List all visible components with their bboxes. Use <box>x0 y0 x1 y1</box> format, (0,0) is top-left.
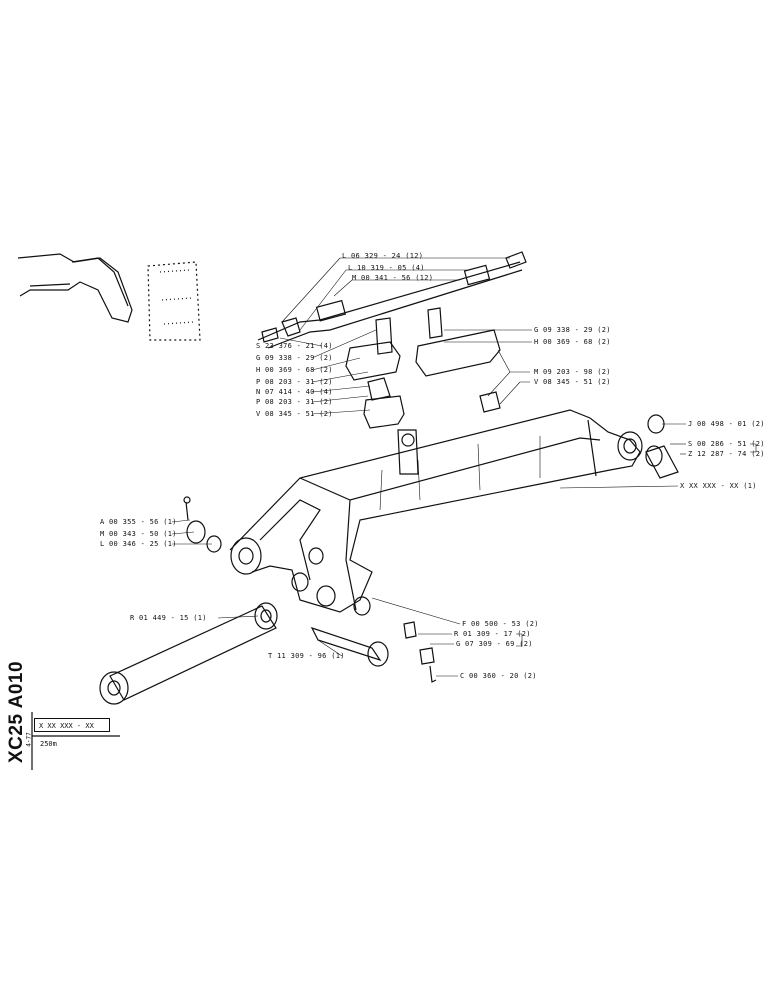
label-r7: Z 12 287 - 74 (2) <box>688 450 765 458</box>
label-r8: X XX XXX - XX (1) <box>680 482 757 490</box>
label-t1: T 11 309 - 96 (1) <box>268 652 345 660</box>
label-a3: L 00 346 - 25 (1) <box>100 540 177 548</box>
drawing-code: XC25 A010 <box>6 660 27 763</box>
cylinder-eye-left <box>99 671 129 705</box>
label-l10: V 08 345 - 51 (2) <box>256 410 333 418</box>
label-r6: S 00 286 - 51 (2) <box>688 440 765 448</box>
label-l7: P 08 203 - 31 (2) <box>256 378 333 386</box>
drawing-date: 4-77 <box>25 732 33 747</box>
boom-arm <box>229 409 641 613</box>
boom-head-pivot <box>617 431 643 461</box>
label-l4: S 23 376 - 21 (4) <box>256 342 333 350</box>
cylinder-eye-right <box>254 602 278 630</box>
drawing-code-block: XC25 A010 <box>2 655 30 765</box>
label-f1: F 00 500 - 53 (2) <box>462 620 539 628</box>
label-b1: R 01 449 - 15 (1) <box>130 614 207 622</box>
label-a2: M 00 343 - 50 (1) <box>100 530 177 538</box>
label-l5: G 09 338 - 29 (2) <box>256 354 333 362</box>
label-r4: V 08 345 - 51 (2) <box>534 378 611 386</box>
label-l8: N 07 414 - 40 (4) <box>256 388 333 396</box>
label-a1: A 00 355 - 56 (1) <box>100 518 177 526</box>
label-l6: H 00 369 - 68 (2) <box>256 366 333 374</box>
label-f2: R 01 309 - 17 (2) <box>454 630 531 638</box>
label-l9: P 08 203 - 31 (2) <box>256 398 333 406</box>
label-r1: G 09 338 - 29 (2) <box>534 326 611 334</box>
label-c1: C 00 360 - 20 (2) <box>460 672 537 680</box>
label-l2: L 10 319 - 05 (4) <box>348 264 425 272</box>
label-r2: H 00 369 - 68 (2) <box>534 338 611 346</box>
title-reference-box: X XX XXX - XX <box>34 718 110 732</box>
label-r5: J 00 498 - 01 (2) <box>688 420 765 428</box>
label-l3: M 00 341 - 56 (12) <box>352 274 434 282</box>
label-r3: M 09 203 - 98 (2) <box>534 368 611 376</box>
label-l1: L 06 329 - 24 (12) <box>342 252 424 260</box>
title-unit: 250m <box>40 740 57 748</box>
boom-foot-pivot <box>230 537 262 575</box>
inset-machine-sketch <box>17 253 201 341</box>
label-f3: G 07 309 - 69 (2) <box>456 640 533 648</box>
